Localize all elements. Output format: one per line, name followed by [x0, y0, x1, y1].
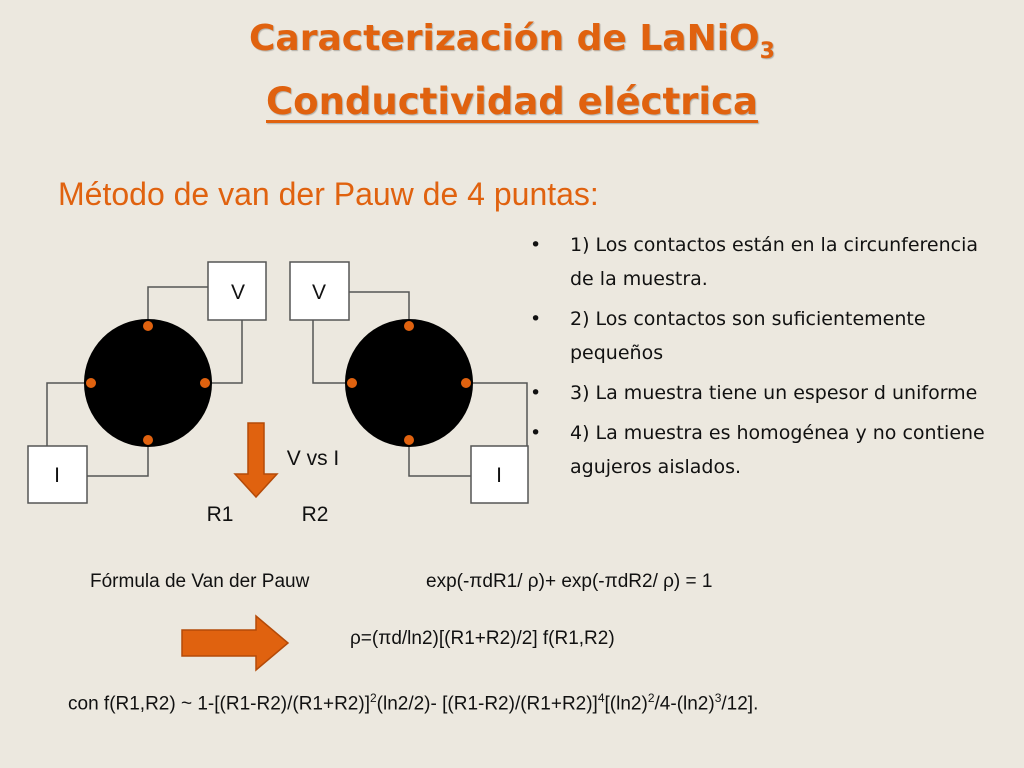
down-arrow-icon	[233, 422, 279, 499]
voltmeter-right	[289, 261, 350, 321]
ammeter-left-label: I	[54, 464, 60, 487]
contact-point	[86, 378, 96, 388]
slide-title: Caracterización de LaNiO3	[0, 18, 1024, 64]
resistivity-equation: ρ=(πd/ln2)[(R1+R2)/2] f(R1,R2)	[350, 628, 615, 649]
wire	[87, 440, 149, 477]
wire	[312, 320, 352, 384]
conditions-list: • 1) Los contactos están en la circunfere…	[530, 228, 1000, 490]
eq-part: con f(R1,R2) ~ 1-[(R1-R2)/(R1+R2)]	[68, 693, 370, 715]
wire	[408, 440, 471, 477]
sample-left	[84, 319, 212, 447]
van-der-pauw-diagram: V V I I V vs I R1 R2	[27, 261, 529, 526]
bullet-icon: •	[530, 234, 542, 256]
bullet-icon: •	[530, 382, 542, 404]
contact-point	[200, 378, 210, 388]
voltmeter-right-label: V	[312, 281, 326, 304]
eq-part: (ln2/2)- [(R1-R2)/(R1+R2)]	[376, 693, 598, 715]
eq-part: /12].	[721, 693, 759, 715]
formula-label: Fórmula de Van der Pauw	[90, 571, 310, 592]
vs-label: V vs I	[287, 447, 340, 470]
voltmeter-left	[207, 261, 267, 321]
contact-point	[347, 378, 357, 388]
bullet-icon: •	[530, 308, 542, 330]
wire	[349, 291, 410, 326]
eq-part: /4-(ln2)	[654, 693, 715, 715]
method-subtitle: Método de van der Pauw de 4 puntas:	[58, 176, 599, 212]
contact-point	[143, 435, 153, 445]
contact-point	[404, 321, 414, 331]
right-arrow-icon	[181, 614, 290, 672]
sample-right	[345, 319, 473, 447]
eq-exponent: 2	[647, 691, 655, 705]
bullet-icon: •	[530, 422, 542, 444]
bullet-text: 3) La muestra tiene un espesor d uniform…	[570, 382, 978, 404]
r1-label: R1	[207, 503, 234, 526]
bullet-text: 4) La muestra es homogénea y no contiene…	[570, 422, 985, 478]
title-main: Caracterización de LaNiO	[249, 18, 760, 59]
eq-part: [(ln2)	[604, 693, 648, 715]
ammeter-right	[470, 445, 529, 504]
list-item: • 2) Los contactos son suficientemente pe…	[530, 302, 1000, 370]
title-subscript: 3	[759, 39, 775, 65]
list-item: • 4) La muestra es homogénea y no contien…	[530, 416, 1000, 484]
wire	[205, 320, 243, 384]
eq-exponent: 2	[369, 691, 377, 705]
wire	[46, 382, 91, 446]
ammeter-left	[27, 445, 88, 504]
contact-point	[404, 435, 414, 445]
wire	[466, 382, 528, 446]
contact-point	[461, 378, 471, 388]
list-item: • 3) La muestra tiene un espesor d unifor…	[530, 376, 1000, 410]
eq-exponent: 4	[597, 691, 605, 705]
van-der-pauw-equation: exp(-πdR1/ ρ)+ exp(-πdR2/ ρ) = 1	[426, 571, 713, 592]
slide-heading: Conductividad eléctrica	[266, 80, 758, 123]
bullet-text: 1) Los contactos están en la circunferen…	[570, 234, 979, 290]
r2-label: R2	[302, 503, 329, 526]
eq-exponent: 3	[714, 691, 722, 705]
voltmeter-left-label: V	[231, 281, 245, 304]
contact-point	[143, 321, 153, 331]
bullet-text: 2) Los contactos son suficientemente peq…	[570, 308, 926, 364]
ammeter-right-label: I	[496, 464, 502, 487]
wire	[147, 286, 208, 326]
correction-factor-equation: con f(R1,R2) ~ 1-[(R1-R2)/(R1+R2)]2(ln2/…	[68, 691, 758, 715]
list-item: • 1) Los contactos están en la circunfere…	[530, 228, 1000, 296]
